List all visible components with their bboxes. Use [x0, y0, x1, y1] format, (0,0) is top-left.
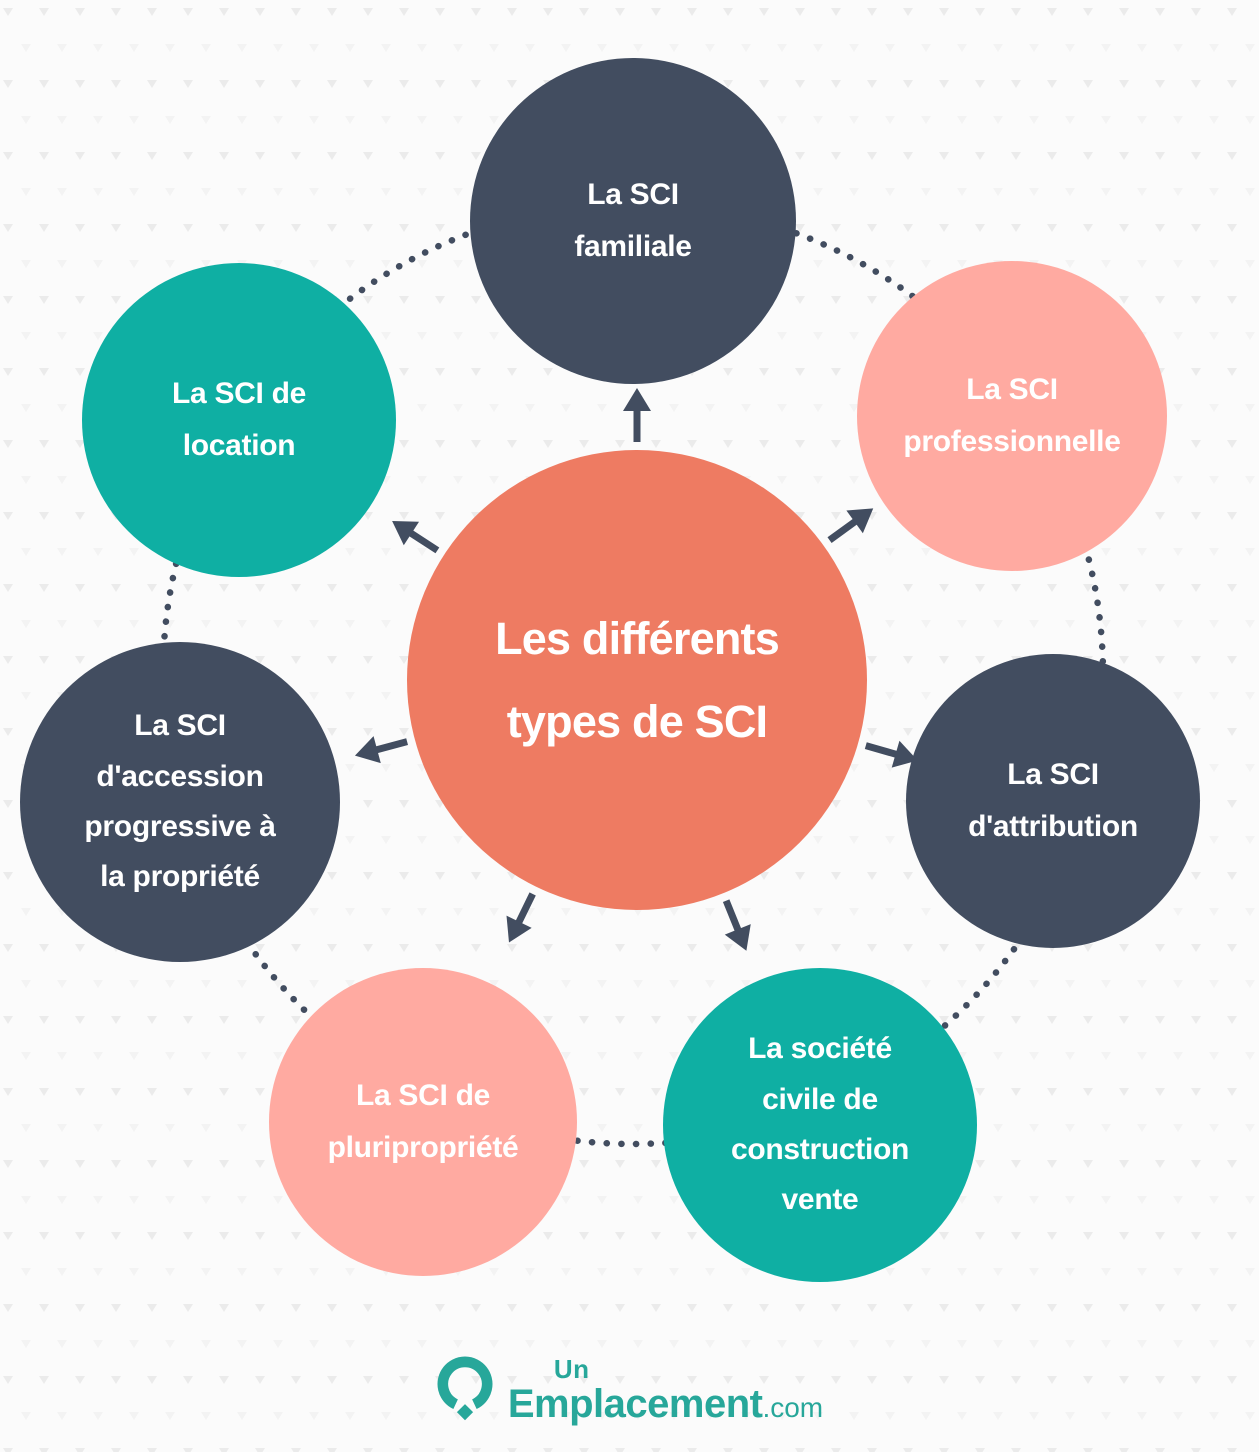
- node-circle-location: [82, 263, 396, 577]
- node-circle-familiale: [470, 58, 796, 384]
- arrows-group: [354, 388, 918, 951]
- logo-prefix: Un: [553, 1354, 590, 1384]
- logo-name: Emplacement: [507, 1382, 763, 1426]
- arrow-to-familiale: [623, 388, 651, 442]
- location-pin-icon: [437, 1356, 493, 1421]
- logo-text: Un Emplacement.com: [508, 1356, 823, 1424]
- arrow-to-attribution: [864, 740, 918, 768]
- logo-tld: .com: [762, 1392, 824, 1423]
- arrow-to-accession: [354, 736, 409, 764]
- node-circle-professionnelle: [857, 261, 1167, 571]
- node-circle-construction-vente: [663, 968, 977, 1282]
- arrow-to-pluripropriete: [506, 892, 536, 943]
- node-circle-accession: [20, 642, 340, 962]
- center-circle: [407, 450, 867, 910]
- arrow-to-construction-vente: [722, 899, 751, 951]
- node-circle-pluripropriete: [269, 968, 577, 1276]
- arrow-to-location: [392, 520, 440, 554]
- arrow-to-professionnelle: [827, 508, 874, 543]
- logo-name-line: Emplacement.com: [508, 1384, 823, 1424]
- node-circle-attribution: [906, 654, 1200, 948]
- unemplacement-logo: Un Emplacement.com: [0, 1340, 1259, 1440]
